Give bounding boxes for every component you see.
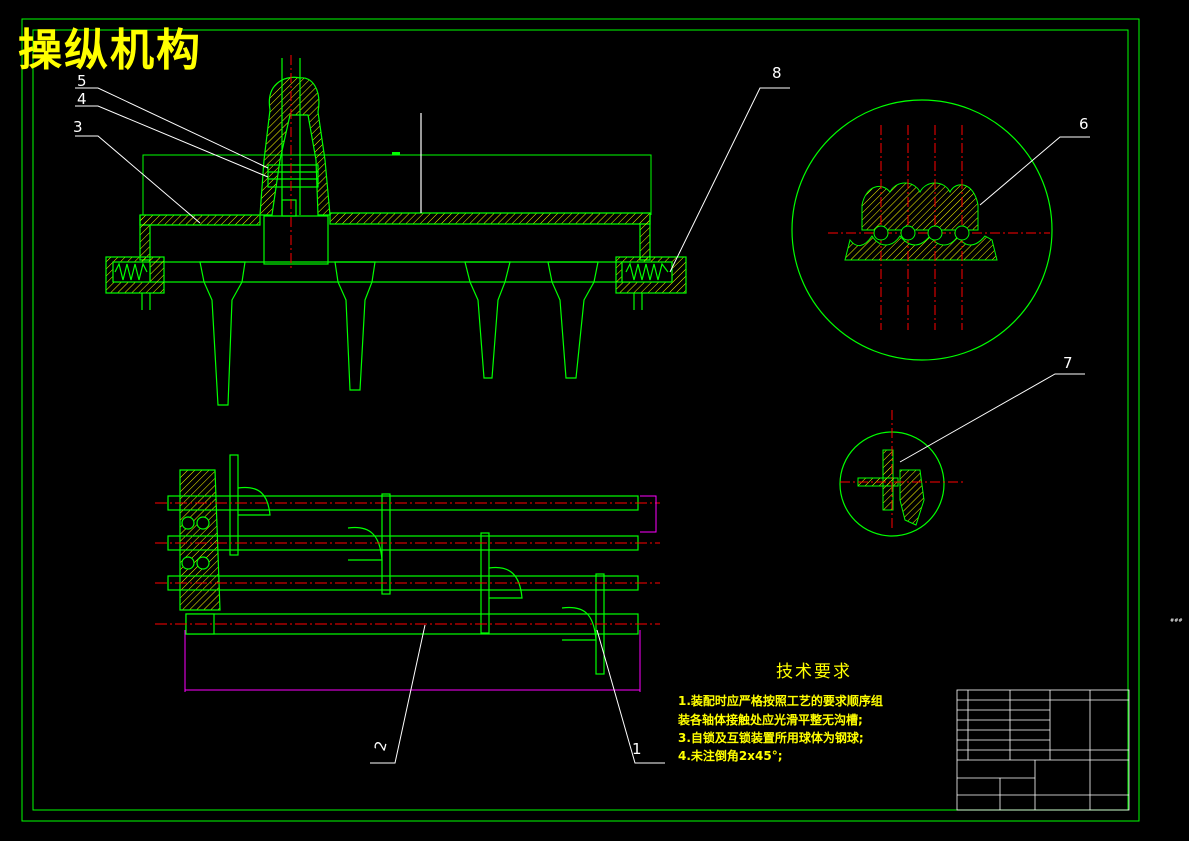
tech-req-line-4: 4.未注倒角2x45°; [678, 749, 783, 763]
title-block [956, 689, 1130, 811]
inner-border [32, 29, 1129, 811]
tech-req-line-1: 1.装配时应严格按照工艺的要求顺序组 [678, 694, 883, 708]
dimension-lines [184, 495, 657, 692]
callout-3: 3 [73, 118, 83, 136]
edge-note: ### [1170, 618, 1183, 624]
callout-7: 7 [1063, 354, 1073, 372]
main-view [105, 58, 687, 406]
leader-lines [75, 87, 1090, 764]
tech-req-heading: 技术要求 [776, 662, 852, 682]
detail-circle-7 [839, 410, 966, 537]
callout-8: 8 [772, 64, 782, 82]
tech-req-line-2: 装各轴体接触处应光滑平整无沟槽; [678, 713, 863, 727]
plan-center-lines [155, 502, 660, 625]
drawing-title: 操纵机构 [18, 25, 202, 76]
plan-view [167, 454, 639, 675]
callout-4: 4 [77, 90, 87, 108]
outer-border [21, 18, 1140, 822]
detail-circle-6 [791, 99, 1053, 361]
callout-6: 6 [1079, 115, 1089, 133]
tech-req-line-3: 3.自锁及互锁装置所用球体为钢球; [678, 731, 864, 745]
small-mark [392, 152, 400, 155]
callout-1: 1 [632, 740, 642, 758]
callout-5: 5 [77, 72, 87, 90]
